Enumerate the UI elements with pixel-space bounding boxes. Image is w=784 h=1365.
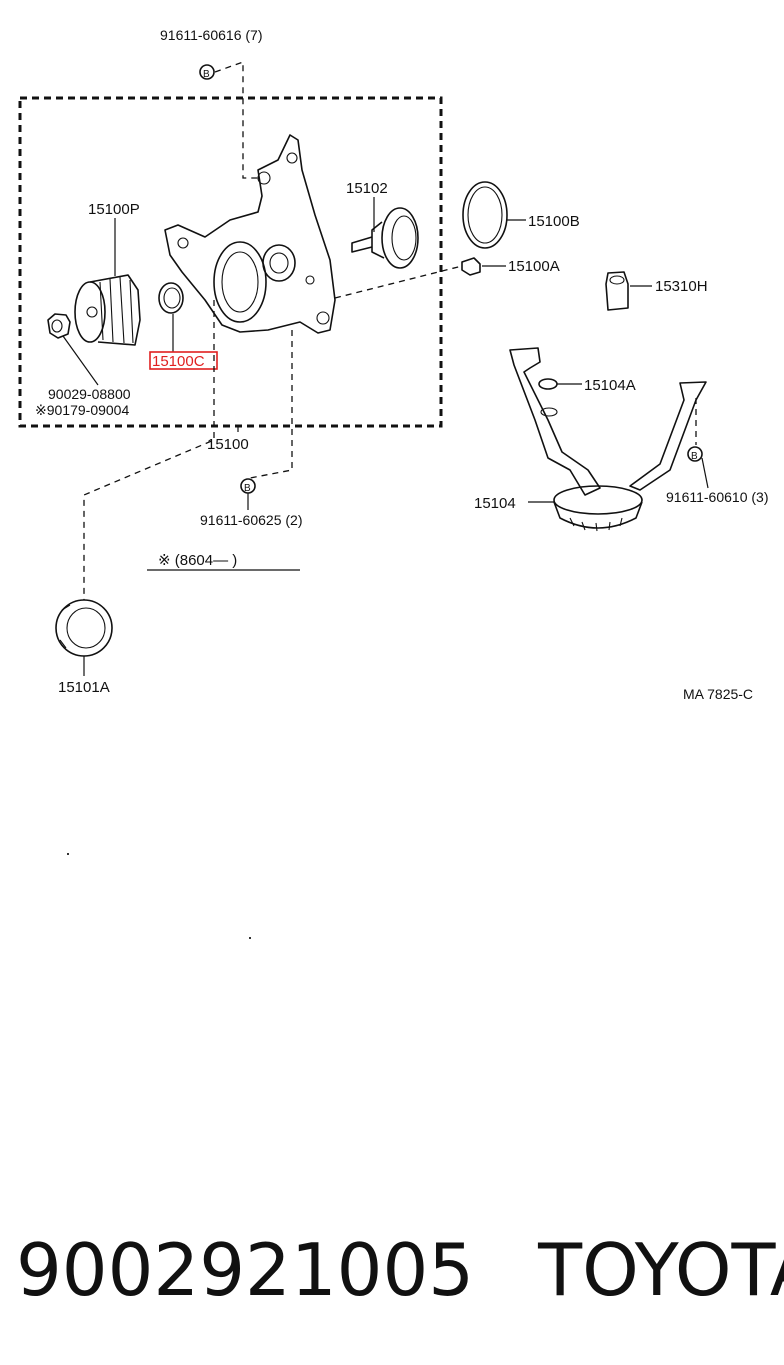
part-number: 9002921005 xyxy=(16,1228,475,1312)
label-nut: 90029-08800 xyxy=(48,386,131,402)
brand: TOYOTA xyxy=(538,1228,784,1312)
scan-speck xyxy=(67,853,69,855)
label-shaft: 15102 xyxy=(346,180,388,197)
bolt-right-symbol: B xyxy=(691,451,698,462)
drive-gear[interactable] xyxy=(74,274,141,346)
assembly-box xyxy=(18,96,443,428)
label-bolt-bottom: 91611-60625 (2) xyxy=(200,512,302,528)
label-plug: 15100A xyxy=(508,258,560,275)
o-ring[interactable] xyxy=(462,181,508,249)
scan-speck xyxy=(249,937,251,939)
relief-valve[interactable] xyxy=(605,271,629,311)
bolt-top[interactable]: B xyxy=(199,64,215,80)
seal-small[interactable] xyxy=(158,282,184,314)
footnote: ※ (8604— ) xyxy=(158,552,237,569)
bolt-right[interactable]: B xyxy=(687,446,703,462)
label-strainer-gasket: 15104A xyxy=(584,377,636,394)
label-bolt-top: 91611-60616 (7) xyxy=(160,27,262,43)
label-pump-assy: 15100 xyxy=(207,436,249,453)
label-seal-small: 15100C xyxy=(152,353,205,370)
bolt-bottom-symbol: B xyxy=(244,483,251,494)
oil-pump-parts-diagram: B 91611-60616 (7) 15100P 90029-08800 ※90… xyxy=(18,27,768,702)
label-relief: 15310H xyxy=(655,278,708,295)
bolt-bottom[interactable]: B xyxy=(240,478,256,494)
plug[interactable] xyxy=(461,257,481,276)
reference-code: MA 7825-C xyxy=(683,686,753,702)
label-nut-alt: ※90179-09004 xyxy=(35,402,129,418)
bolt-top-symbol: B xyxy=(203,69,210,80)
footer-line: 9002921005 TOYOTA xyxy=(16,1215,784,1325)
label-o-ring: 15100B xyxy=(528,213,580,230)
oil-seal[interactable] xyxy=(55,599,113,657)
shaft-rotor[interactable] xyxy=(351,207,419,269)
label-gear: 15100P xyxy=(88,201,140,218)
nut[interactable] xyxy=(47,313,71,339)
label-strainer: 15104 xyxy=(474,495,516,512)
label-oil-seal: 15101A xyxy=(58,679,110,696)
label-bolt-right: 91611-60610 (3) xyxy=(666,489,768,505)
highlight-box xyxy=(149,351,218,370)
oil-pump-body[interactable] xyxy=(164,134,336,334)
strainer-gasket[interactable] xyxy=(538,378,558,390)
oil-strainer[interactable] xyxy=(509,347,707,532)
